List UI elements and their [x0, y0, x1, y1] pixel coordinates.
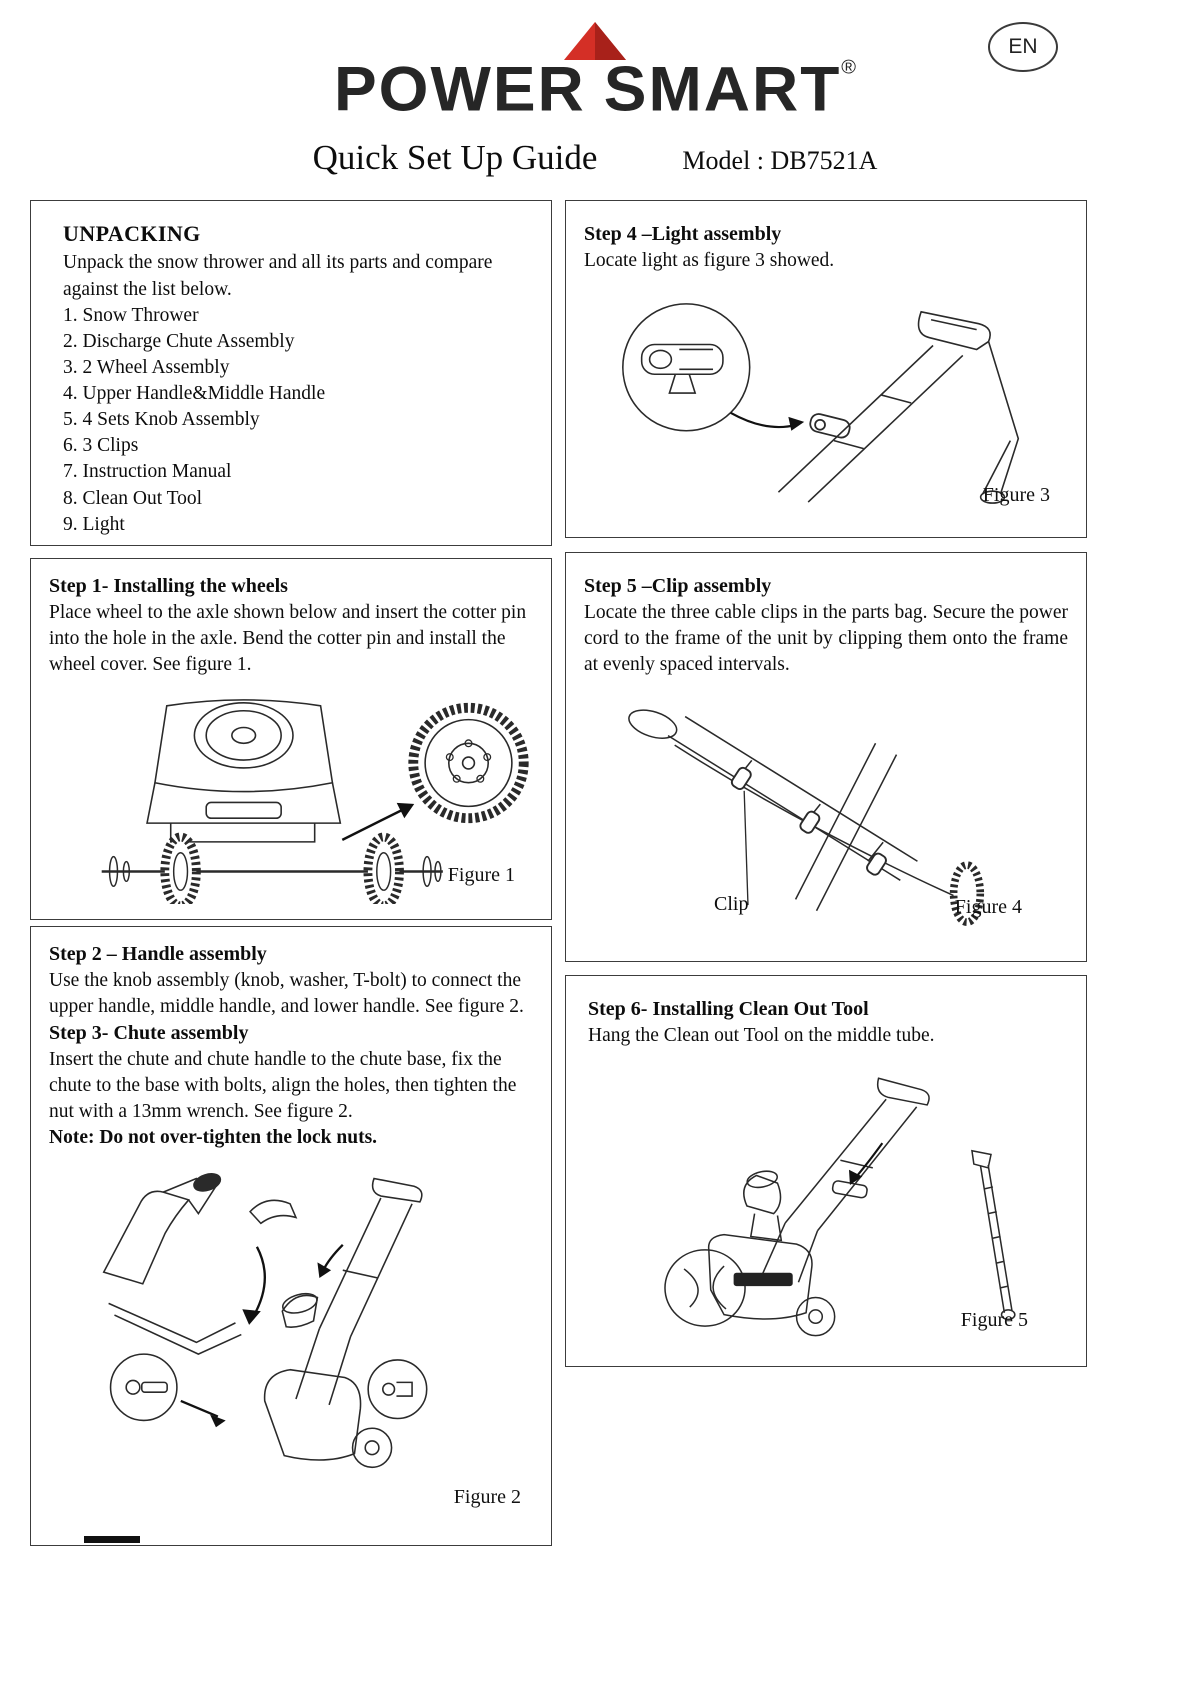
list-item: 6. 3 Clips	[63, 435, 139, 457]
scan-artifact-mark	[84, 1536, 140, 1543]
unpacking-heading: UNPACKING	[63, 221, 201, 246]
step2-heading: Step 2 – Handle assembly	[49, 943, 267, 965]
step1-section: Step 1- Installing the wheels Place whee…	[30, 558, 552, 920]
unpacking-section: UNPACKING Unpack the snow thrower and al…	[30, 200, 552, 546]
figure5-caption: Figure 5	[960, 1309, 1028, 1332]
unpacking-intro: Unpack the snow thrower and all its part…	[63, 252, 493, 300]
figure2-handle-chute-assembly-drawing	[102, 1173, 428, 1469]
step6-section: Step 6- Installing Clean Out Tool Hang t…	[565, 975, 1087, 1367]
model-number: Model : DB7521A	[682, 146, 878, 175]
brand-triangle-icon	[564, 22, 626, 60]
list-item: 7. Instruction Manual	[63, 461, 232, 483]
figure1-snow-thrower-wheel-drawing	[101, 699, 529, 905]
step4-section: Step 4 –Light assembly Locate light as f…	[565, 200, 1087, 538]
figure4-clip-assembly-drawing	[628, 709, 985, 927]
step2-body: Use the knob assembly (knob, washer, T-b…	[49, 969, 524, 1017]
figure3-caption: Figure 3	[982, 484, 1050, 507]
figure3-light-assembly-drawing	[622, 303, 1020, 504]
list-item: 1. Snow Thrower	[63, 304, 199, 326]
list-item: 4. Upper Handle&Middle Handle	[63, 383, 326, 405]
document-title: Quick Set Up Guide	[312, 138, 598, 177]
step4-body: Locate light as figure 3 showed.	[584, 249, 835, 271]
step5-heading: Step 5 –Clip assembly	[584, 575, 772, 597]
title-row: Quick Set Up Guide Model : DB7521A	[0, 138, 1190, 178]
figure1-caption: Figure 1	[447, 864, 515, 887]
step3-note: Note: Do not over-tighten the lock nuts.	[49, 1127, 378, 1149]
parts-list: 1. Snow Thrower 2. Discharge Chute Assem…	[63, 303, 533, 538]
list-item: 2. Discharge Chute Assembly	[63, 330, 295, 352]
brand-word-power: POWER	[333, 53, 586, 125]
language-badge-label: EN	[1008, 35, 1038, 58]
list-item: 3. 2 Wheel Assembly	[63, 356, 230, 378]
step5-body: Locate the three cable clips in the part…	[584, 601, 1068, 676]
list-item: 5. 4 Sets Knob Assembly	[63, 409, 260, 431]
figure5-clean-out-tool-drawing	[664, 1077, 1016, 1337]
registered-mark: ®	[841, 56, 857, 79]
step6-body: Hang the Clean out Tool on the middle tu…	[588, 1024, 935, 1046]
step1-body: Place wheel to the axle shown below and …	[49, 601, 527, 676]
brand-word-smart: SMART	[603, 53, 842, 125]
list-item: 9. Light	[63, 513, 125, 535]
clip-callout-label: Clip	[714, 893, 749, 915]
step3-heading: Step 3- Chute assembly	[49, 1022, 249, 1045]
step2-step3-section: Step 2 – Handle assembly Use the knob as…	[30, 926, 552, 1546]
step5-section: Step 5 –Clip assembly Locate the three c…	[565, 552, 1087, 962]
figure4-caption: Figure 4	[954, 896, 1022, 919]
language-badge: EN	[988, 22, 1058, 72]
step3-body: Insert the chute and chute handle to the…	[49, 1048, 517, 1123]
step4-heading: Step 4 –Light assembly	[584, 223, 782, 245]
list-item: 8. Clean Out Tool	[63, 487, 203, 509]
figure2-caption: Figure 2	[453, 1486, 521, 1509]
step1-heading: Step 1- Installing the wheels	[49, 575, 288, 597]
step6-heading: Step 6- Installing Clean Out Tool	[588, 998, 869, 1020]
